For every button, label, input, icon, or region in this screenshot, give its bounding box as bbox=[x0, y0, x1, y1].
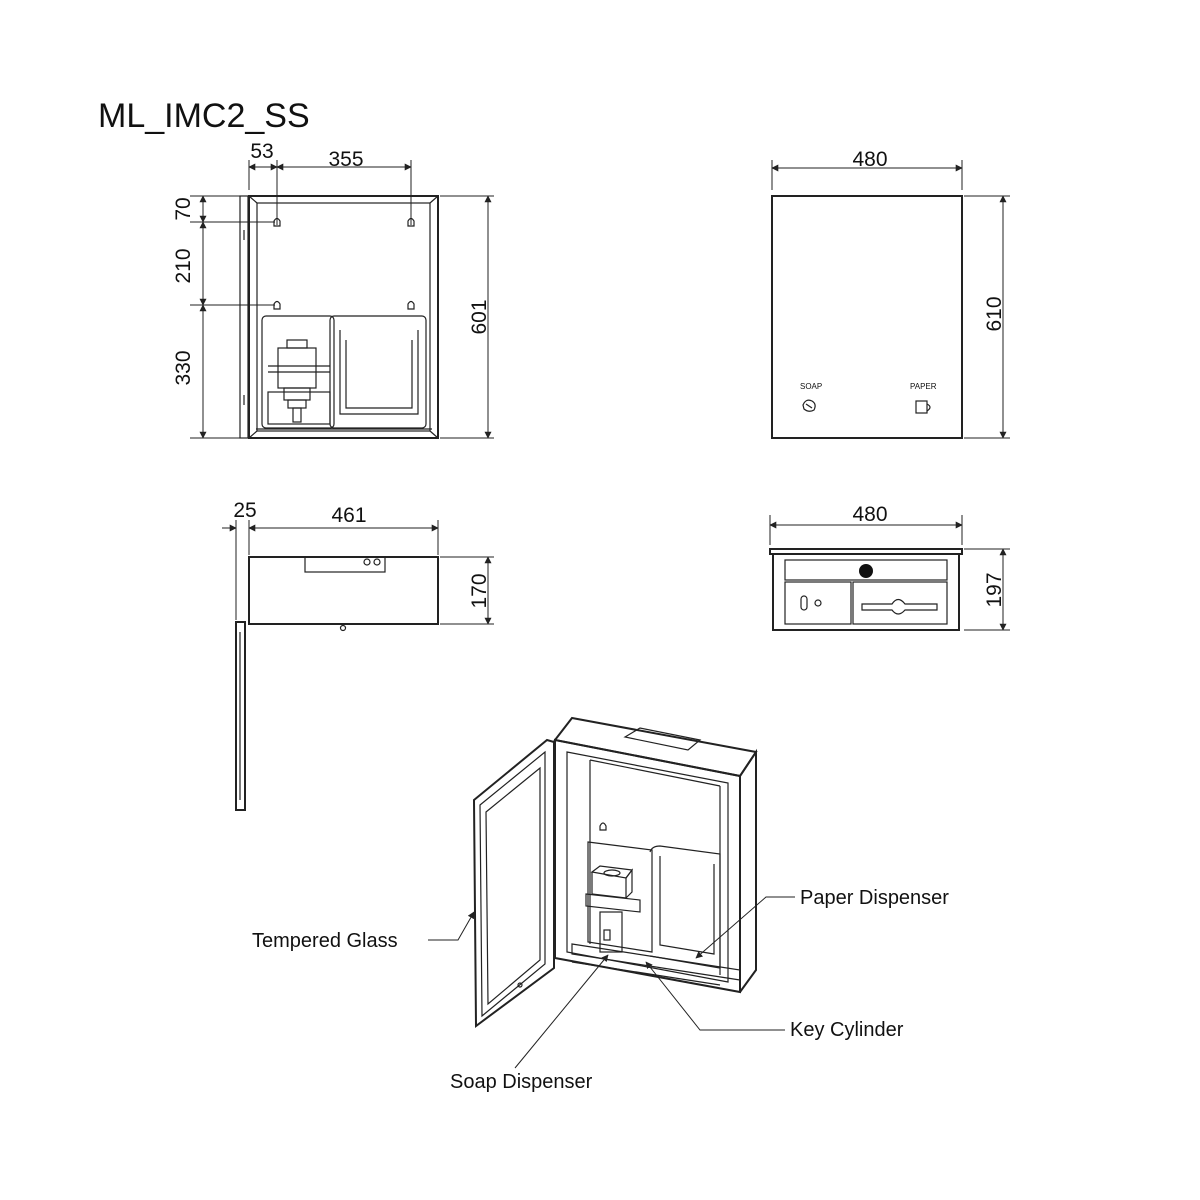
key-cylinder-dot bbox=[859, 564, 873, 578]
drawing-title: ML_IMC2_SS bbox=[98, 97, 310, 135]
paper-holder bbox=[339, 330, 419, 415]
dimension-left: 70 210 330 bbox=[172, 195, 275, 439]
label-soap-dispenser: Soap Dispenser bbox=[450, 1071, 593, 1093]
dimension-top: 53 355 bbox=[248, 140, 412, 225]
dim-mid: 210 bbox=[172, 248, 195, 283]
dim-height: 170 bbox=[468, 573, 491, 608]
cabinet-front bbox=[771, 195, 963, 439]
dim-offset: 53 bbox=[250, 140, 273, 163]
mount-hole bbox=[273, 300, 281, 310]
soap-dispenser-front bbox=[267, 339, 331, 425]
label-tempered-glass: Tempered Glass bbox=[252, 930, 398, 952]
paper-icon bbox=[915, 400, 931, 414]
callout-tempered-glass: Tempered Glass bbox=[252, 911, 475, 952]
front-open-view: 53 355 70 210 330 601 bbox=[172, 140, 494, 439]
dim-height: 601 bbox=[468, 299, 491, 334]
dimension-right: 601 bbox=[440, 195, 494, 439]
label-key-cylinder: Key Cylinder bbox=[790, 1019, 904, 1041]
hand-sensor-icon bbox=[802, 399, 816, 412]
label-paper-dispenser: Paper Dispenser bbox=[800, 887, 949, 909]
isometric-view: Tempered Glass Paper Dispenser Key Cylin… bbox=[252, 716, 949, 1093]
callout-paper-dispenser: Paper Dispenser bbox=[695, 887, 949, 959]
dim-width: 355 bbox=[328, 148, 363, 171]
front-closed-view: SOAP PAPER 480 610 bbox=[771, 148, 1010, 439]
dim-height: 610 bbox=[983, 296, 1006, 331]
soap-dispenser-iso bbox=[585, 865, 641, 953]
dim-bottom: 330 bbox=[172, 350, 195, 385]
callout-soap-dispenser: Soap Dispenser bbox=[450, 954, 609, 1093]
cabinet-top bbox=[248, 556, 439, 625]
dim-door: 25 bbox=[233, 499, 256, 522]
dim-depth: 461 bbox=[331, 504, 366, 527]
dim-top: 70 bbox=[172, 197, 195, 220]
dim-width: 480 bbox=[852, 503, 887, 526]
top-view: 25 461 170 bbox=[222, 499, 494, 811]
cabinet-bottom bbox=[772, 553, 960, 631]
cabinet-body bbox=[248, 195, 439, 439]
mount-hole bbox=[599, 822, 607, 831]
bottom-view: 480 197 bbox=[769, 503, 1010, 631]
paper-label: PAPER bbox=[910, 382, 937, 391]
soap-label: SOAP bbox=[800, 382, 822, 391]
open-door bbox=[235, 621, 246, 811]
iso-open-door bbox=[472, 738, 555, 1028]
paper-slot bbox=[861, 598, 938, 615]
mount-hole bbox=[407, 300, 415, 310]
cabinet-top-face bbox=[553, 716, 758, 778]
dim-width: 480 bbox=[852, 148, 887, 171]
dim-depth: 197 bbox=[983, 572, 1006, 607]
cabinet-side-face bbox=[739, 748, 757, 993]
callout-key-cylinder: Key Cylinder bbox=[645, 961, 904, 1041]
